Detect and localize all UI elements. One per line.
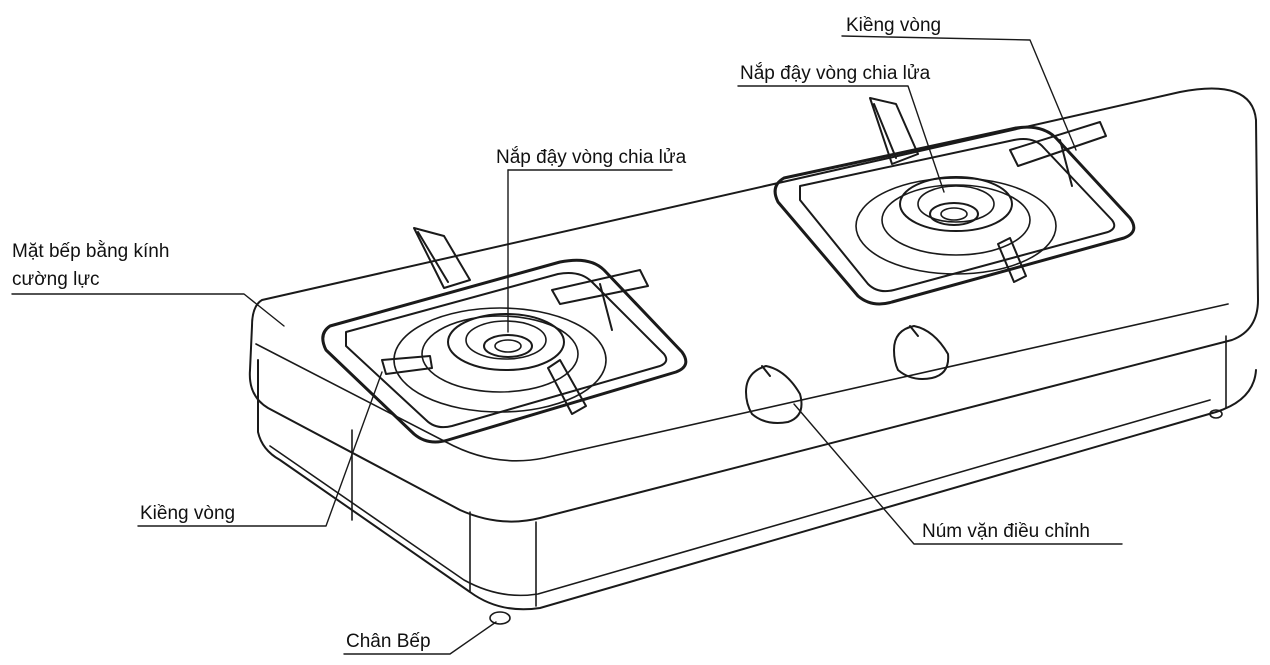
- left-grate-arm: [551, 269, 649, 331]
- label-knob: Núm vặn điều chỉnh: [922, 521, 1090, 542]
- right-burner: [773, 97, 1136, 306]
- right-burner-cap-center: [940, 207, 968, 221]
- leader-top-grate: [841, 35, 1077, 151]
- left-burner-cap-center: [494, 339, 522, 353]
- left-burner-spreader: [447, 313, 565, 371]
- left-burner-tray-outer: [321, 258, 688, 444]
- right-knob: [893, 325, 950, 380]
- front-panel: [257, 359, 1257, 611]
- right-grate-arm: [1009, 121, 1107, 187]
- left-burner: [321, 227, 688, 444]
- leader-surface: [11, 293, 285, 327]
- right-burner-spreader: [899, 176, 1013, 232]
- label-foot: Chân Bếp: [346, 631, 431, 652]
- left-burner-tray-inner: [345, 272, 668, 429]
- right-burner-ring-outer: [855, 177, 1057, 275]
- right-burner-cap: [929, 202, 979, 226]
- right-burner-spreader-inner: [917, 185, 995, 223]
- glass-edge-line: [255, 303, 1229, 462]
- leader-lines: [11, 35, 1123, 655]
- leader-left-grate: [137, 371, 383, 527]
- left-grate-arm: [413, 227, 471, 289]
- label-right-cap: Nắp đậy vòng chia lửa: [740, 63, 931, 84]
- label-surface-line2: cường lực: [12, 269, 100, 290]
- label-top-grate: Kiềng vòng: [846, 15, 942, 36]
- label-left-cap: Nắp đậy vòng chia lửa: [496, 147, 687, 168]
- left-burner-cap: [483, 334, 533, 358]
- label-surface-line1: Mặt bếp bằng kính: [12, 241, 170, 262]
- glass-top-surface: [248, 87, 1259, 523]
- left-grate-arm: [547, 359, 587, 415]
- stove-foot-right: [1209, 409, 1223, 419]
- left-burner-ring-mid: [421, 315, 579, 393]
- left-knob: [745, 365, 803, 424]
- stove-body: [248, 87, 1259, 625]
- stove-foot: [489, 611, 511, 625]
- label-left-grate: Kiềng vòng: [140, 503, 236, 524]
- left-burner-spreader-inner: [465, 320, 547, 360]
- leader-right-cap: [737, 85, 945, 193]
- leader-knob: [793, 403, 1123, 545]
- right-burner-tray-outer: [773, 125, 1136, 306]
- left-burner-ring-outer: [393, 307, 607, 413]
- right-burner-ring-mid: [881, 184, 1031, 256]
- right-burner-tray-inner: [799, 138, 1116, 293]
- left-grate-arm: [381, 355, 433, 375]
- right-grate-arm: [997, 237, 1027, 283]
- leader-foot: [343, 621, 497, 655]
- right-grate-arm: [869, 97, 919, 165]
